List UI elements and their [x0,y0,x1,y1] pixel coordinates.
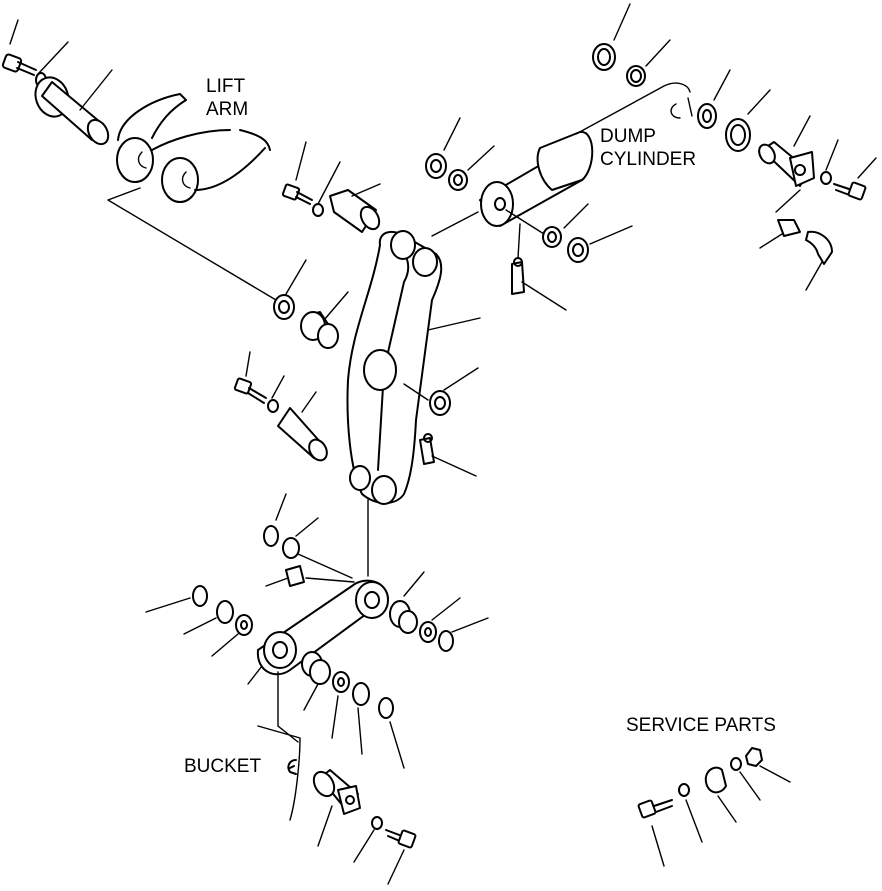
bellcrank-lever [346,230,443,505]
seal-link-right [419,621,437,643]
washer-link-bottom [352,682,370,706]
service-bolt [637,799,673,819]
seal-dump-left [448,169,468,191]
bolt-dump-right [833,181,867,201]
label-service-parts: SERVICE PARTS [626,715,776,736]
seal-link-bottom [332,671,350,693]
label-dump-cylinder-line1: DUMP [600,126,656,147]
bushing-link-right [389,600,418,634]
bushing-link-bottom [301,651,331,685]
pin-dump-right [758,141,815,187]
service-washer-1 [678,783,690,797]
washer-bucket [371,816,383,830]
service-clip [704,766,727,794]
service-washer-2 [730,757,742,771]
bushing-left [300,311,339,349]
washer-dump-right [567,237,589,263]
washer-mid [312,203,324,217]
dump-cylinder [479,131,594,227]
fitting-straight [777,219,801,237]
label-bucket: BUCKET [184,756,262,777]
washer-lower-left [267,399,279,413]
seal-top-right-1 [626,65,646,87]
grease-fitting-link [285,565,305,587]
lift-arm-outline [116,93,271,203]
fitting-elbow [805,230,833,265]
oring-link-right [438,630,454,652]
pin-lower-left [277,407,328,462]
pin-mid [329,189,381,233]
pin-lift-arm [34,76,110,146]
washer-far-right [725,118,751,152]
oring-link-bottom [378,697,394,719]
grease-fitting-dump [511,257,525,295]
bolt-lower-left [233,377,267,404]
bolt-mid [281,183,313,205]
seal-right [429,390,451,416]
washer-dump-pin [820,171,832,185]
pin-bucket [312,769,361,815]
grease-fitting-mid [419,433,435,465]
label-dump-cylinder-line2: CYLINDER [600,149,697,170]
service-nut [745,747,763,767]
seal-dump-right [542,226,562,248]
oring-link-top [263,525,279,547]
seal-link-left [235,614,253,636]
seal-link-top [282,537,300,559]
seal-left [273,294,295,320]
washer-link-left [216,600,234,624]
oring-link-left [192,585,208,607]
label-lift-arm-line1: LIFT [206,76,246,97]
label-lift-arm-line2: ARM [206,99,249,120]
bolt-topleft [1,53,37,76]
link-bar [256,579,389,676]
seal-far-right [697,103,717,129]
bolt-bucket [385,829,417,849]
washer-dump-left [425,153,447,179]
washer-top-right-1 [592,43,616,71]
